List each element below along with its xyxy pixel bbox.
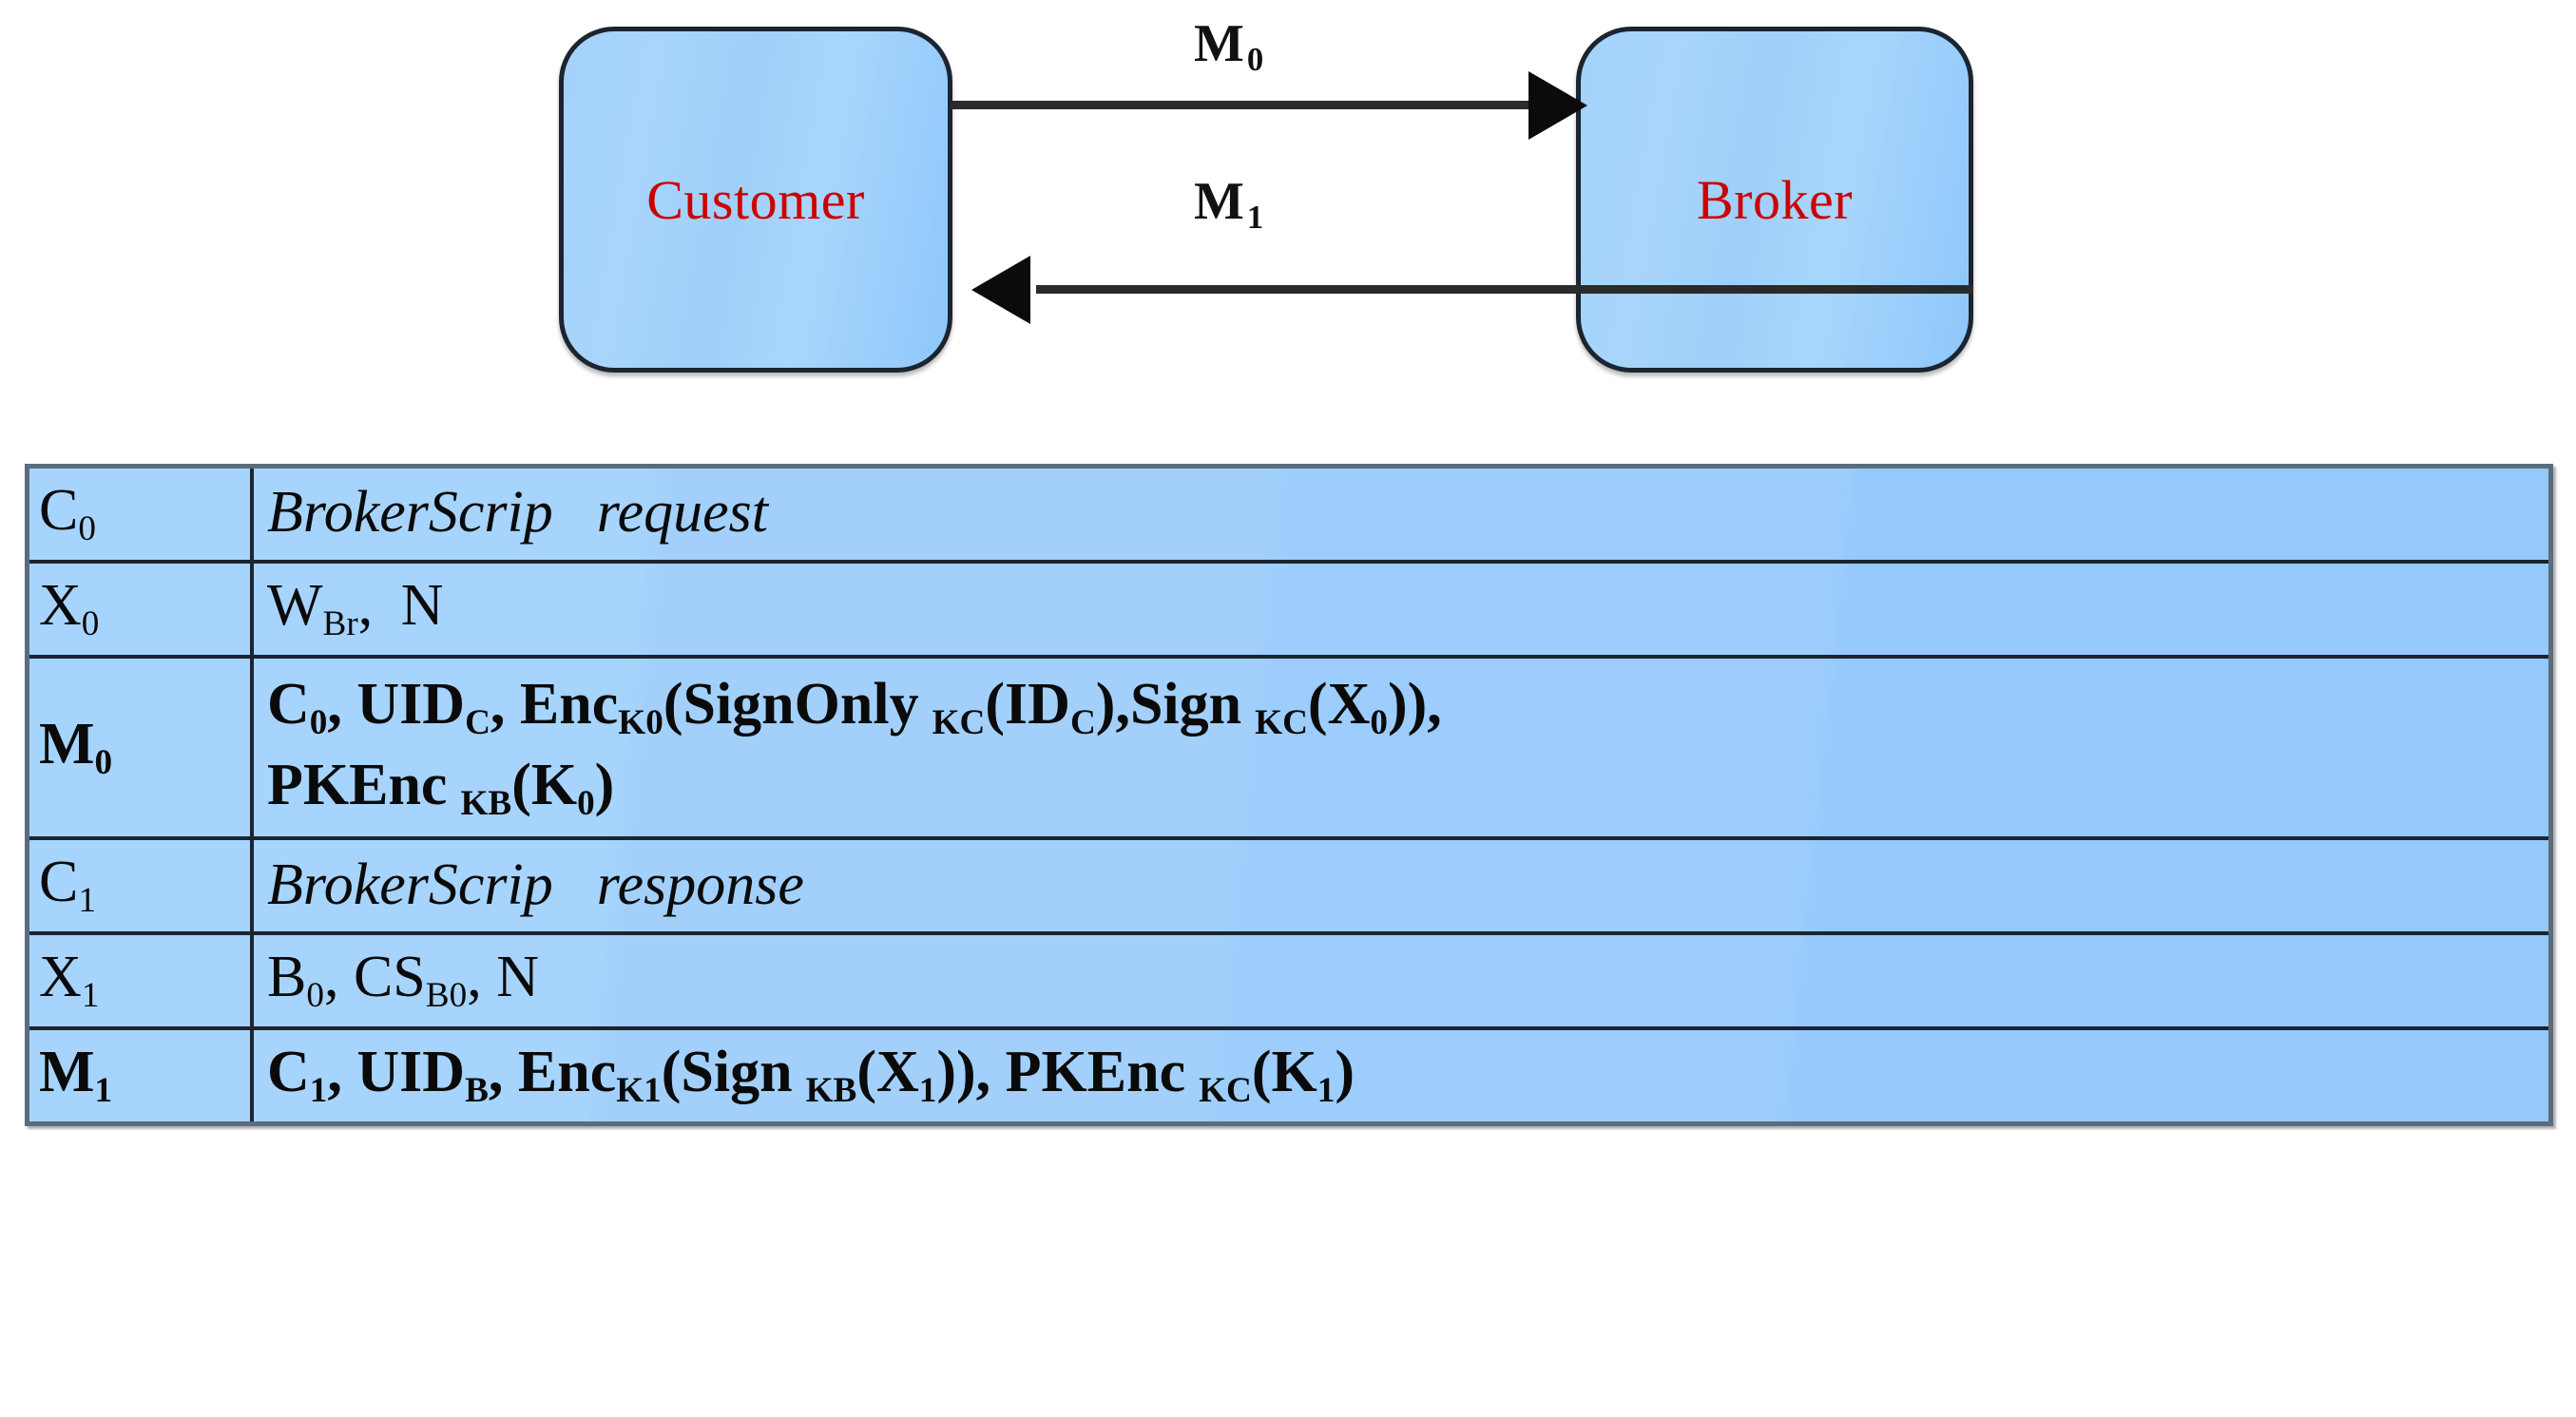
table-cell-key: X1 [25, 931, 254, 1031]
arrow-shaft-m1 [1036, 285, 1973, 294]
message-label-m1: M1 [1194, 171, 1263, 237]
party-box-customer: Customer [559, 27, 952, 373]
table-cell-key: X0 [25, 560, 254, 660]
party-box-broker: Broker [1576, 27, 1973, 373]
table-cell-value: B0, CSB0, N [250, 931, 2553, 1031]
message-key-label: M0 [39, 712, 113, 783]
table-cell-key: C0 [25, 464, 254, 565]
message-label-m1-sub: 1 [1246, 198, 1264, 236]
message-key-label: C1 [39, 850, 96, 921]
table-cell-key: M0 [25, 655, 254, 841]
arrow-shaft-m0 [951, 101, 1533, 109]
party-label-broker: Broker [1696, 168, 1854, 231]
table-cell-value: WBr, N [250, 560, 2553, 660]
table-cell-key: C1 [25, 836, 254, 936]
party-label-customer: Customer [646, 168, 865, 231]
table-row: X1 B0, CSB0, N [25, 931, 2553, 1031]
message-key-label: X0 [39, 573, 100, 644]
message-definition: B0, CSB0, N [267, 945, 539, 1016]
table-row: X0 WBr, N [25, 560, 2553, 660]
message-definition: WBr, N [267, 573, 444, 644]
message-label-m0-sub: 0 [1246, 40, 1264, 78]
message-label-m0: M0 [1194, 13, 1263, 79]
message-key-label: C0 [39, 478, 96, 549]
message-label-m0-base: M [1194, 14, 1244, 73]
arrowhead-left-icon [971, 256, 1030, 324]
message-key-label: M1 [39, 1040, 113, 1111]
arrowhead-right-icon [1528, 71, 1587, 140]
message-key-label: X1 [39, 945, 100, 1016]
message-label-m1-base: M [1194, 172, 1244, 231]
protocol-diagram: Customer Broker M0 M1 [0, 0, 2576, 437]
table-cell-key: M1 [25, 1026, 254, 1126]
